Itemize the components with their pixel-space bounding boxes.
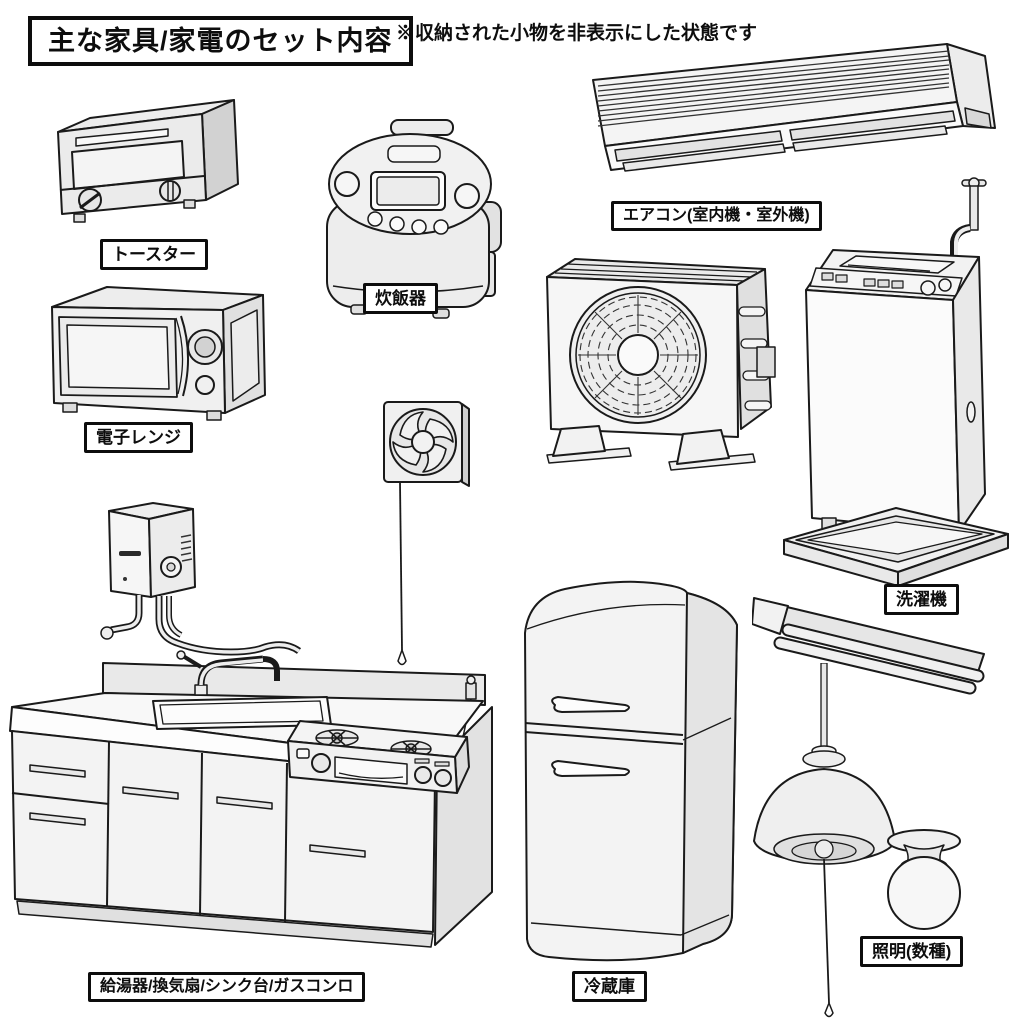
- microwave-button: [196, 376, 214, 394]
- sink-faucet-icon: [177, 651, 277, 695]
- rice-cooker-illustration: [313, 106, 505, 324]
- stove-knob: [312, 754, 330, 772]
- pendant-lamp-illustration: [750, 663, 905, 1023]
- heater-pipes: [101, 595, 299, 652]
- microwave-illustration: [35, 283, 270, 461]
- air-conditioner-indoor-illustration: [585, 38, 1000, 200]
- stove-burner-icon: [316, 730, 358, 746]
- lighting-label: 照明(数種): [860, 936, 964, 968]
- globe-shade: [888, 857, 960, 929]
- rice-cooker-label: 炊飯器: [363, 283, 438, 315]
- stove-knob: [435, 770, 451, 786]
- kitchen-set-label: 給湯器/換気扇/シンク台/ガスコンロ: [88, 972, 366, 1002]
- toaster-knob: [160, 181, 180, 201]
- stove-knob: [415, 767, 431, 783]
- refrigerator-illustration: [505, 563, 750, 971]
- refrigerator-label: 冷蔵庫: [572, 971, 647, 1003]
- grill-window: [335, 757, 407, 784]
- pendant-pull-cord: [824, 859, 829, 1003]
- microwave-window: [67, 325, 169, 389]
- water-heater-illustration: [95, 495, 315, 687]
- fridge-handle: [552, 697, 629, 712]
- water-faucet-icon: [954, 178, 986, 258]
- washer-drain-pan: [784, 508, 1008, 586]
- page-title: 主な家具/家電のセット内容: [28, 16, 413, 67]
- fan-pull-cord: [400, 482, 402, 650]
- air-conditioner-outdoor-illustration: [533, 243, 798, 485]
- washing-machine-illustration: [778, 172, 1013, 620]
- air-conditioner-label: エアコン(室内機・室外機): [611, 201, 822, 231]
- ac-louver-grille: [598, 51, 949, 126]
- kitchen-unit-illustration: [5, 645, 500, 981]
- microwave-label: 電子レンジ: [84, 422, 193, 454]
- toaster-illustration: [50, 92, 260, 242]
- globe-light-illustration: [878, 823, 970, 933]
- cabinet-handles: [30, 765, 365, 857]
- fluorescent-light-illustration: [752, 588, 1000, 714]
- gas-stove: [288, 721, 469, 793]
- outdoor-fan-grille: [570, 287, 706, 423]
- page-note: ※収納された小物を非表示にした状態です: [396, 23, 758, 44]
- ventilation-fan-illustration: [380, 398, 475, 674]
- toaster-label: トースター: [100, 239, 209, 271]
- fluorescent-tube: [780, 630, 978, 688]
- fridge-handle: [552, 761, 629, 776]
- washing-machine-label: 洗濯機: [884, 584, 959, 616]
